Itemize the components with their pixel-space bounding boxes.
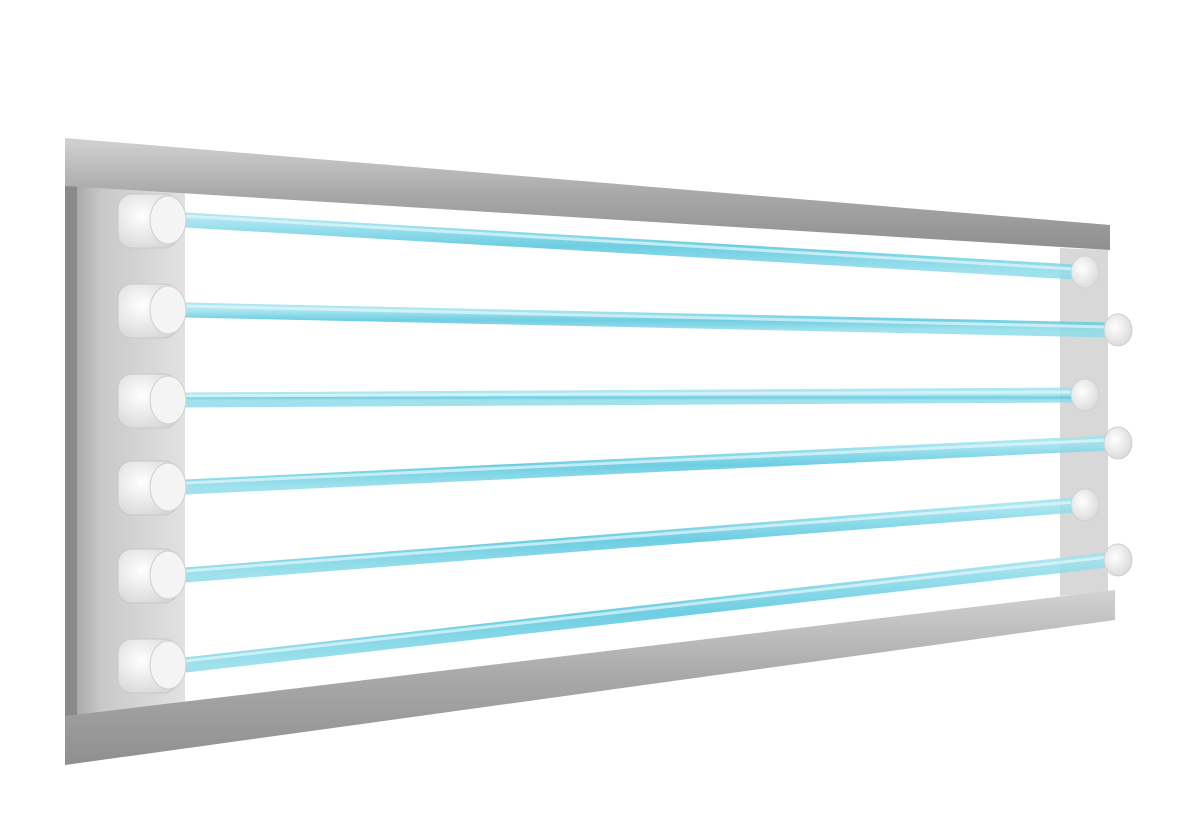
left-socket-cap xyxy=(149,462,187,512)
uv-tube xyxy=(177,212,1083,280)
uv-tube xyxy=(177,497,1083,583)
right-side-panel xyxy=(1060,248,1108,596)
left-socket-cap xyxy=(149,375,187,425)
uv-tube-highlight xyxy=(184,214,1076,271)
left-socket-cap xyxy=(149,550,187,600)
left-panel-edge xyxy=(65,182,77,718)
right-lamp-socket xyxy=(1070,255,1100,289)
right-lamp-socket xyxy=(1103,313,1133,347)
left-side-panel xyxy=(65,182,185,718)
right-lamp-socket xyxy=(1103,426,1133,460)
uv-tube-highlight xyxy=(184,500,1076,573)
right-lamp-socket xyxy=(1103,543,1133,577)
left-socket-cap xyxy=(149,285,187,335)
left-socket-cap xyxy=(149,195,187,245)
uv-tube xyxy=(177,387,1083,408)
uv-tube xyxy=(177,435,1116,495)
uv-tube-highlight xyxy=(184,390,1076,398)
uv-tube xyxy=(177,552,1116,673)
right-lamp-socket xyxy=(1070,488,1100,522)
uv-tube-highlight xyxy=(184,438,1109,485)
uv-tube-highlight xyxy=(184,555,1109,663)
left-socket-cap xyxy=(149,640,187,690)
uv-tube-highlight xyxy=(184,304,1109,329)
top-frame-bar xyxy=(65,138,1110,250)
uv-tube xyxy=(177,302,1116,338)
bottom-frame-bar xyxy=(65,590,1115,765)
right-lamp-socket xyxy=(1070,378,1100,412)
